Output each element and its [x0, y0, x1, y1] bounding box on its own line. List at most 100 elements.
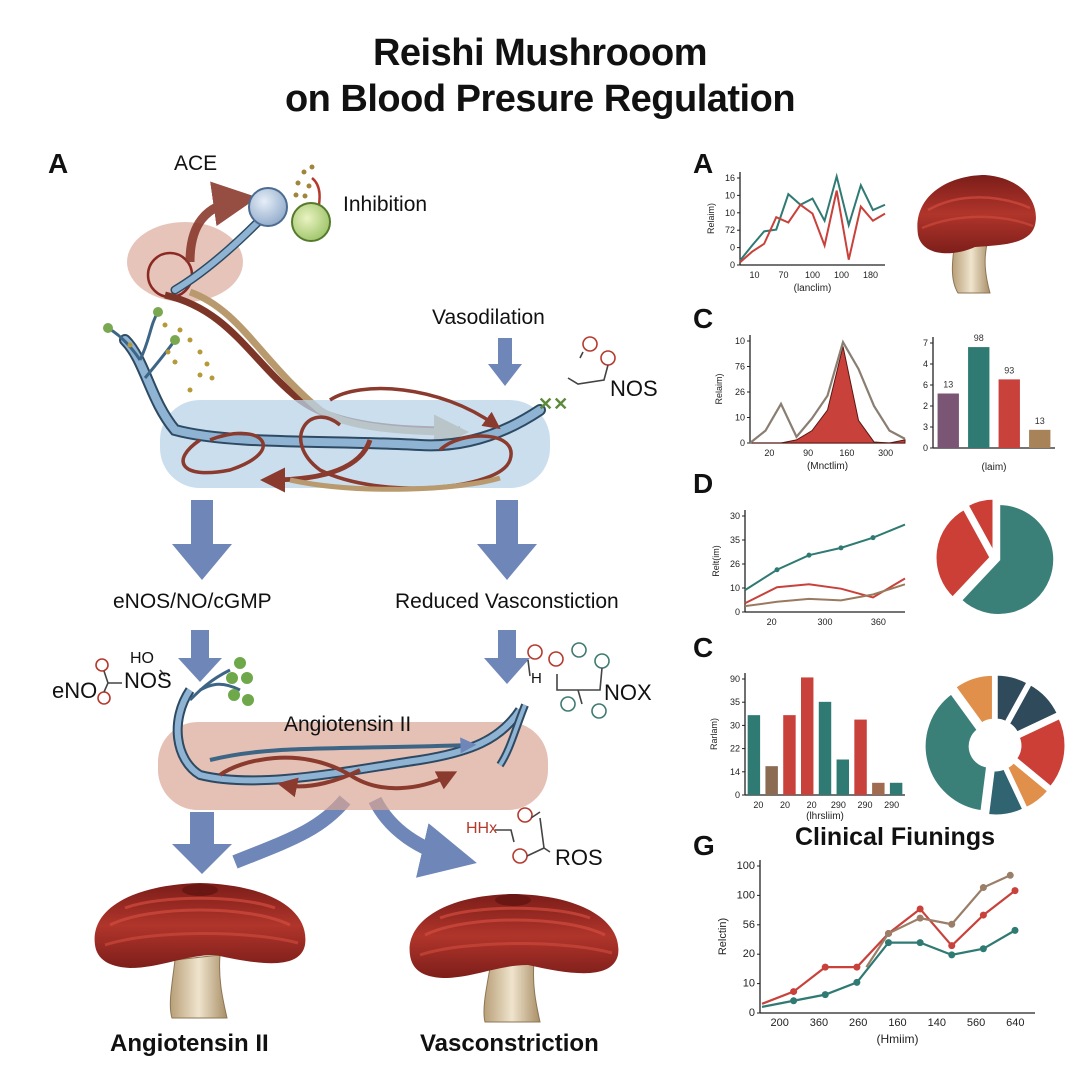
- enos-no-cgmp-label: eNOS/NO/cGMP: [113, 590, 272, 613]
- nos-structure-icon: [567, 336, 616, 385]
- ho-chem-label: HO: [130, 650, 154, 667]
- bar-data-label: 93: [1004, 365, 1014, 375]
- x-tick-label: 70: [778, 270, 788, 280]
- x-tick-label: 20: [753, 800, 763, 810]
- y-tick-label: 26: [735, 387, 745, 397]
- data-point-red: [790, 988, 798, 996]
- data-point-teal: [853, 978, 861, 986]
- page-title-line-1: Reishi Mushrooom: [372, 32, 708, 74]
- x-tick-label: 20: [764, 448, 774, 458]
- panel-label-c2: C: [693, 632, 714, 663]
- y-tick-label: 35: [730, 535, 740, 545]
- data-point-tan: [1006, 871, 1014, 879]
- y-tick-label: 10: [743, 978, 755, 990]
- data-point-red: [853, 963, 861, 971]
- y-tick-label: 0: [740, 438, 745, 448]
- nox-label: NOX: [604, 680, 652, 705]
- y-tick-label: 16: [725, 173, 735, 183]
- y-tick-label: 10: [735, 413, 745, 423]
- panel-label-a-left: A: [48, 148, 69, 179]
- series-line-tan: [865, 874, 1011, 968]
- y-tick-label: 76: [735, 362, 745, 372]
- bar-tan: [1029, 429, 1051, 448]
- y-tick-label: 26: [730, 559, 740, 569]
- x-tick-label: 20: [780, 800, 790, 810]
- data-point-tan: [979, 884, 987, 892]
- x-tick-label: 300: [817, 617, 832, 627]
- series-area-filled: [750, 346, 906, 444]
- bar-data-label: 13: [943, 380, 953, 390]
- y-tick-label: 0: [923, 443, 928, 453]
- reduced-vasoconstriction-label: Reduced Vasconstiction: [395, 590, 619, 613]
- enos-structure-icon: [95, 658, 166, 705]
- x-tick-label: 260: [849, 1017, 867, 1029]
- x-tick-label: 100: [805, 270, 820, 280]
- x-axis-label: (laim): [982, 462, 1007, 473]
- vasoconstriction-bottom-label: Vasconstriction: [420, 1030, 599, 1057]
- x-tick-label: 360: [810, 1017, 828, 1029]
- x-tick-label: 290: [831, 800, 846, 810]
- data-point-tan: [916, 914, 924, 922]
- y-tick-label: 35: [730, 697, 740, 707]
- y-tick-label: 0: [735, 790, 740, 800]
- data-point-red: [916, 905, 924, 913]
- slice-navy-top-left: [994, 672, 1031, 725]
- h-chem-label: H: [531, 670, 542, 687]
- data-point-teal: [774, 567, 780, 573]
- ace-enzyme-icon: [170, 187, 288, 295]
- x-tick-label: 300: [878, 448, 893, 458]
- y-axis-label: Rarlam): [709, 718, 719, 750]
- y-tick-label: 14: [730, 767, 740, 777]
- inhibitor-molecule-icon: [291, 164, 331, 242]
- slice-teal: [958, 501, 1057, 617]
- data-point-red: [1011, 887, 1019, 895]
- bar-purple: [937, 393, 959, 448]
- series-line-red: [761, 889, 1016, 1005]
- series-line-tan: [744, 583, 906, 608]
- bar-g5b: [854, 719, 867, 795]
- panel-label-a-right: A: [693, 148, 714, 179]
- bar-data-label: 13: [1035, 416, 1045, 426]
- y-tick-label: 0: [730, 243, 735, 253]
- y-axis-label: Relaim): [714, 373, 724, 404]
- angiotensin-mid-label: Angiotensin II: [284, 713, 412, 736]
- x-tick-label: 360: [871, 617, 886, 627]
- ace-region: [127, 222, 243, 302]
- vessel-region-top: ✕✕: [103, 307, 568, 493]
- y-tick-label: 30: [730, 720, 740, 730]
- mushroom-illustration-left: [94, 883, 306, 1019]
- data-point-teal: [838, 545, 844, 551]
- bar-red: [998, 379, 1020, 448]
- y-tick-label: 72: [725, 225, 735, 235]
- y-tick-label: 30: [730, 511, 740, 521]
- nos-label: NOS: [610, 376, 658, 401]
- bar-teal: [968, 347, 990, 448]
- data-point-teal: [821, 991, 829, 999]
- x-tick-label: 100: [834, 270, 849, 280]
- mushroom-illustration-right: [409, 894, 619, 1023]
- y-axis-label: Relt(im): [711, 545, 721, 577]
- bar-g3: [801, 677, 814, 795]
- data-point-teal: [916, 939, 924, 947]
- y-tick-label: 22: [730, 744, 740, 754]
- ros-label: ROS: [555, 845, 603, 870]
- y-tick-label: 90: [730, 674, 740, 684]
- y-tick-label: 20: [743, 948, 755, 960]
- enos-chem-label: eNO: [52, 678, 98, 703]
- slice-teal: [922, 690, 990, 814]
- y-tick-label: 100: [737, 889, 755, 901]
- y-tick-label: 6: [923, 380, 928, 390]
- y-tick-label: 2: [923, 401, 928, 411]
- data-point-teal: [979, 945, 987, 953]
- data-point-red: [821, 963, 829, 971]
- x-tick-label: 640: [1006, 1017, 1024, 1029]
- y-tick-label: 0: [735, 607, 740, 617]
- ace-label: ACE: [174, 152, 218, 175]
- series-line-teal: [744, 523, 906, 591]
- panel-label-g: G: [693, 830, 715, 861]
- page-title-line-2: on Blood Presure Regulation: [284, 78, 796, 120]
- data-point-teal: [948, 951, 956, 959]
